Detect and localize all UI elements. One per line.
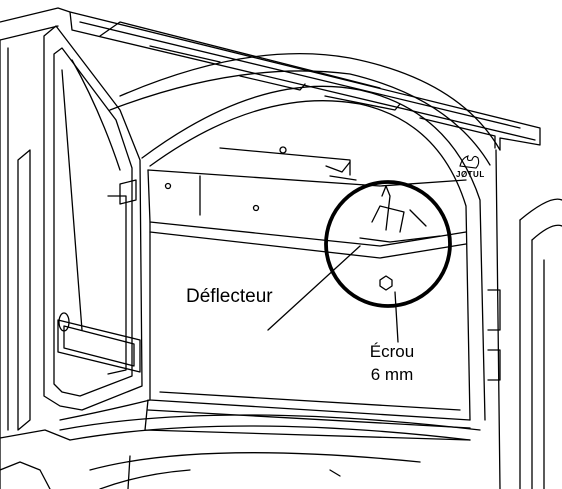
detail-circle <box>324 180 452 308</box>
firebox-walls <box>144 231 471 441</box>
deflector-plate <box>147 146 467 259</box>
brand-wordmark: JØTUL <box>456 170 485 179</box>
nut-label-line2: 6 mm <box>370 365 414 384</box>
nut-label: Écrou 6 mm <box>356 340 428 386</box>
deflector-label: Déflecteur <box>186 286 273 307</box>
firebox-arch <box>109 52 501 421</box>
nut-detail <box>359 185 441 291</box>
left-side-panel <box>0 39 71 489</box>
flame-logo-icon <box>459 155 480 169</box>
front-hearth <box>59 399 481 489</box>
nut-label-line1: Écrou <box>369 342 415 361</box>
stove-top-frame <box>0 7 541 151</box>
right-door <box>487 149 562 489</box>
open-door <box>43 25 143 411</box>
leader-lines <box>267 245 399 343</box>
